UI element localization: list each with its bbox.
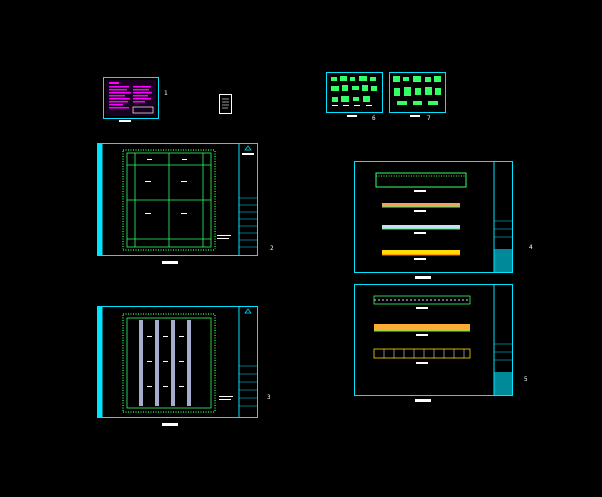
- sheet-number-6: 6: [372, 115, 376, 122]
- sheet-7-title-block: [410, 115, 420, 117]
- sheet-number-7: 7: [427, 115, 431, 122]
- sheet-number-2: 2: [270, 245, 274, 252]
- sheet-number-3: 3: [267, 394, 271, 401]
- sheet-2-title-block: [162, 261, 178, 264]
- sheet-4-elevations[interactable]: [354, 161, 513, 273]
- sheet-number-4: 4: [529, 244, 533, 251]
- sheet-6-details[interactable]: [326, 72, 383, 113]
- sheet-5-title-block: [415, 399, 431, 402]
- sheet-1-cover[interactable]: [103, 77, 159, 119]
- sheet-3-roof-plan[interactable]: [97, 306, 258, 418]
- sheet-number-1: 1: [164, 90, 168, 97]
- sheet-7-details[interactable]: [389, 72, 446, 113]
- sheet-1-title-block: [119, 120, 131, 122]
- sheet-2-floor-plan[interactable]: [97, 143, 258, 256]
- sheet-number-5: 5: [524, 376, 528, 383]
- sheet-6-title-block: [347, 115, 357, 117]
- sheet-5-sections[interactable]: [354, 284, 513, 396]
- sheet-small-white[interactable]: [219, 94, 232, 114]
- sheet-4-title-block: [415, 276, 431, 279]
- sheet-3-title-block: [162, 423, 178, 426]
